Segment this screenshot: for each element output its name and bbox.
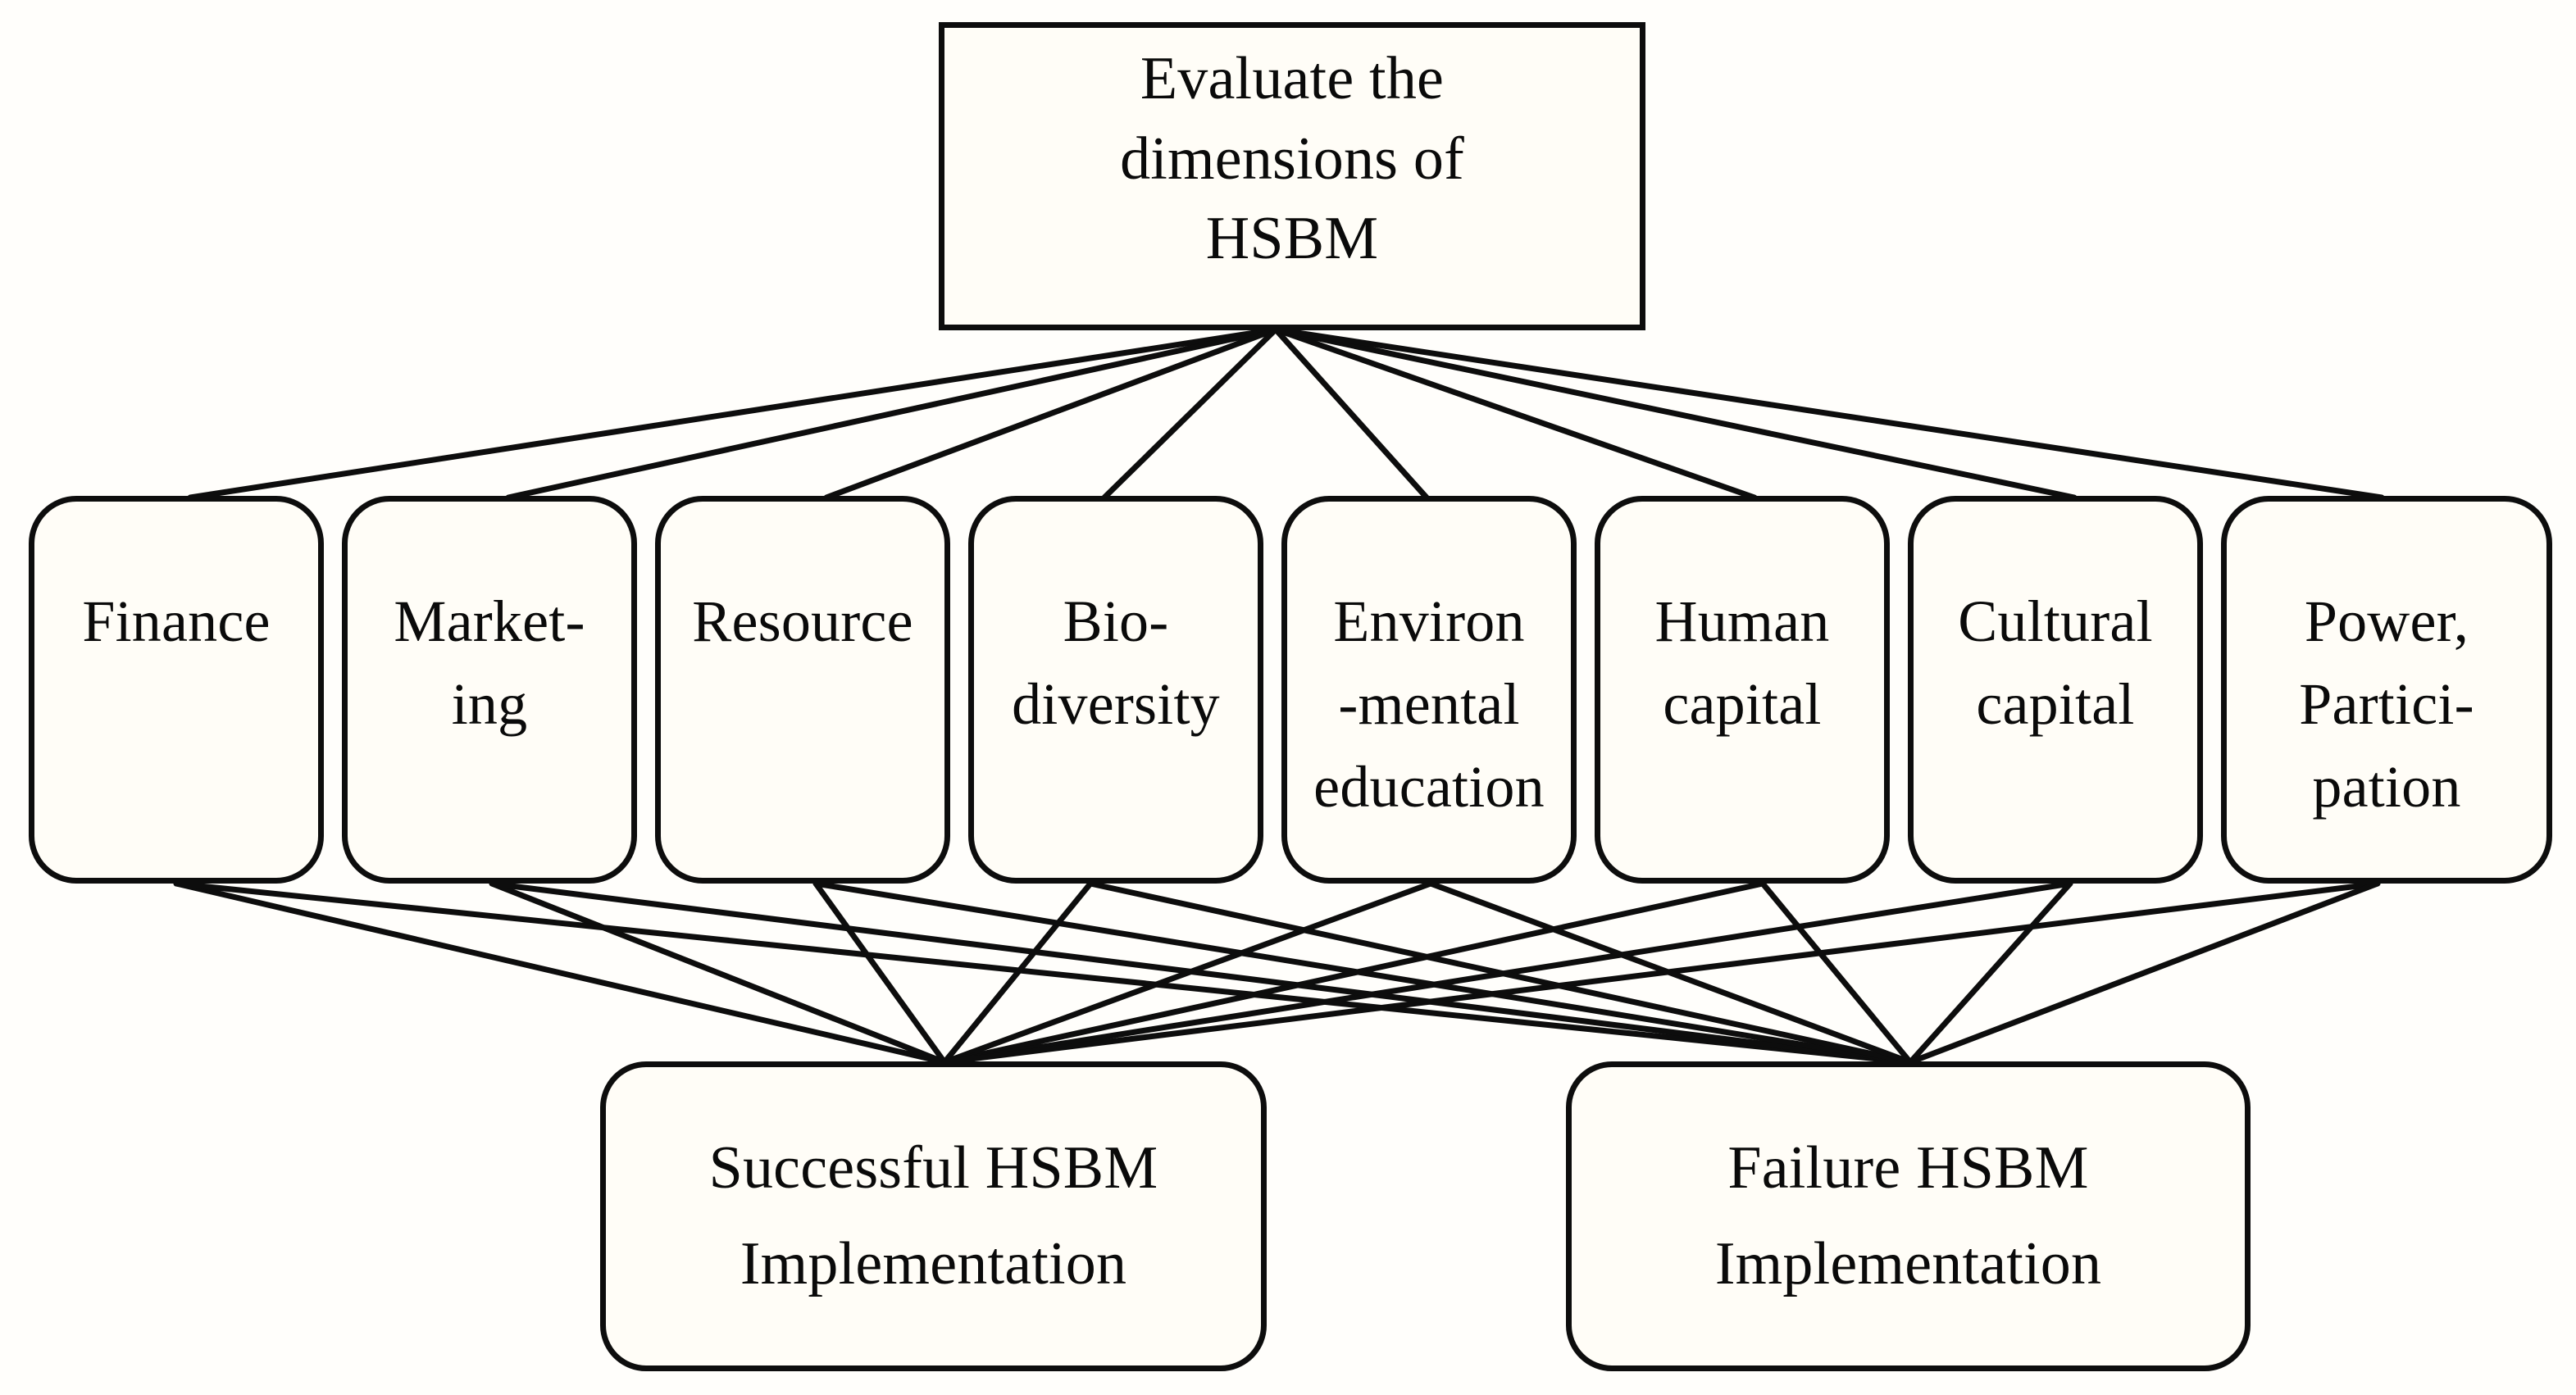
edges-dimensions-to-failure	[173, 880, 2381, 1066]
edges-dimensions-to-success	[173, 880, 2381, 1066]
node-label-power-participation: Power,Partici-pation	[2299, 588, 2474, 820]
edges-root-to-dimensions	[187, 326, 2385, 501]
edge-resource-failure	[812, 880, 1914, 1066]
node-power-participation[interactable]: Power,Partici-pation	[2221, 496, 2552, 884]
edge-marketing-failure	[489, 880, 1914, 1066]
node-biodiversity[interactable]: Bio-diversity	[968, 496, 1263, 884]
node-marketing[interactable]: Market-ing	[342, 496, 637, 884]
edge-root-culturalcapital	[1272, 326, 2078, 501]
edge-root-envedu	[1272, 326, 1430, 501]
edge-biodiversity-failure	[1087, 880, 1914, 1066]
edge-root-biodiversity	[1101, 326, 1279, 501]
edge-root-finance	[187, 326, 1279, 501]
node-resource[interactable]: Resource	[655, 496, 950, 884]
node-finance[interactable]: Finance	[29, 496, 324, 884]
edge-root-marketing	[505, 326, 1279, 501]
edge-envedu-failure	[1427, 880, 1914, 1066]
edge-root-humancapital	[1272, 326, 1758, 501]
edge-humancapital-failure	[1759, 880, 1914, 1066]
edge-culturalcapital-success	[941, 880, 2073, 1066]
edge-biodiversity-success	[941, 880, 1094, 1066]
edge-envedu-success	[941, 880, 1434, 1066]
edge-powerpartic-failure	[1907, 880, 2381, 1066]
edge-root-resource	[823, 326, 1279, 501]
node-label-marketing: Market-ing	[394, 588, 585, 737]
node-label-finance: Finance	[82, 588, 271, 654]
edge-powerpartic-success	[941, 880, 2381, 1066]
edge-marketing-success	[489, 880, 948, 1066]
edge-culturalcapital-failure	[1907, 880, 2073, 1066]
edge-finance-success	[173, 880, 948, 1066]
node-label-biodiversity: Bio-diversity	[1012, 588, 1220, 737]
edge-finance-failure	[173, 880, 1914, 1066]
node-label-resource: Resource	[692, 588, 913, 654]
edge-resource-success	[812, 880, 948, 1066]
edge-humancapital-success	[941, 880, 1766, 1066]
edge-root-powerpartic	[1272, 326, 2385, 501]
